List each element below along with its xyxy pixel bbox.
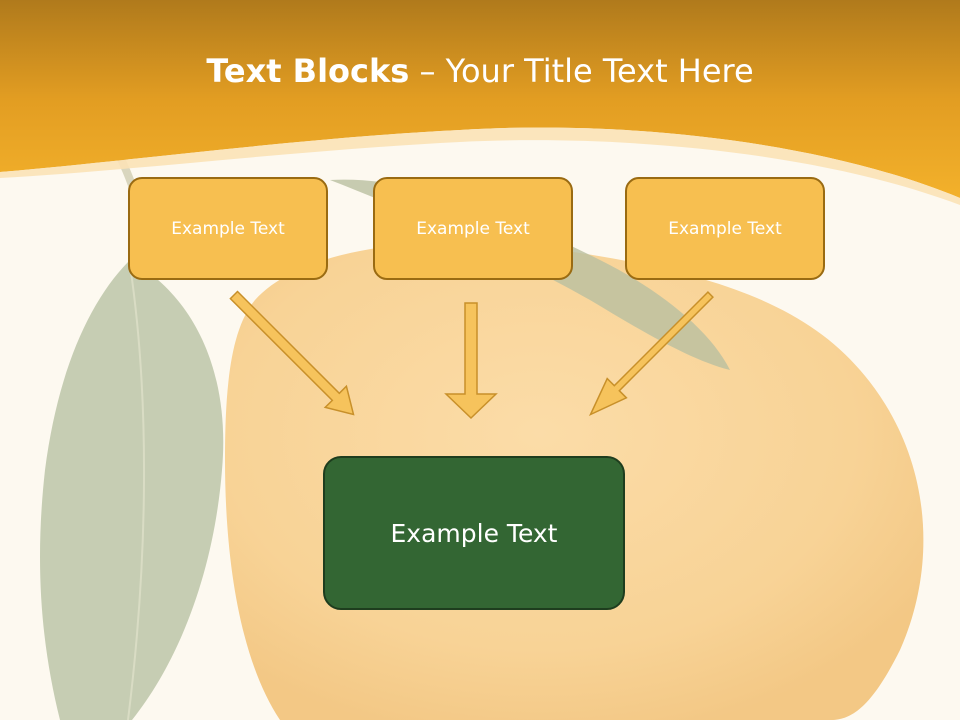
block-target: Example Text xyxy=(323,456,625,610)
block-top-1: Example Text xyxy=(128,177,328,280)
leaf-vein xyxy=(127,264,146,720)
arrow-middle xyxy=(444,302,498,420)
arrow-left xyxy=(229,290,355,416)
block-top-3: Example Text xyxy=(625,177,825,280)
header-swoosh xyxy=(0,127,960,205)
title-rest: Your Title Text Here xyxy=(445,52,754,90)
header-band xyxy=(0,0,960,198)
arrow-right xyxy=(588,291,714,417)
slide-title: Text Blocks – Your Title Text Here xyxy=(0,52,960,90)
leaf-upper xyxy=(330,179,730,370)
leaf-left xyxy=(40,260,224,720)
block-top-2: Example Text xyxy=(373,177,573,280)
title-dash: – xyxy=(409,52,446,90)
title-bold: Text Blocks xyxy=(206,52,410,90)
